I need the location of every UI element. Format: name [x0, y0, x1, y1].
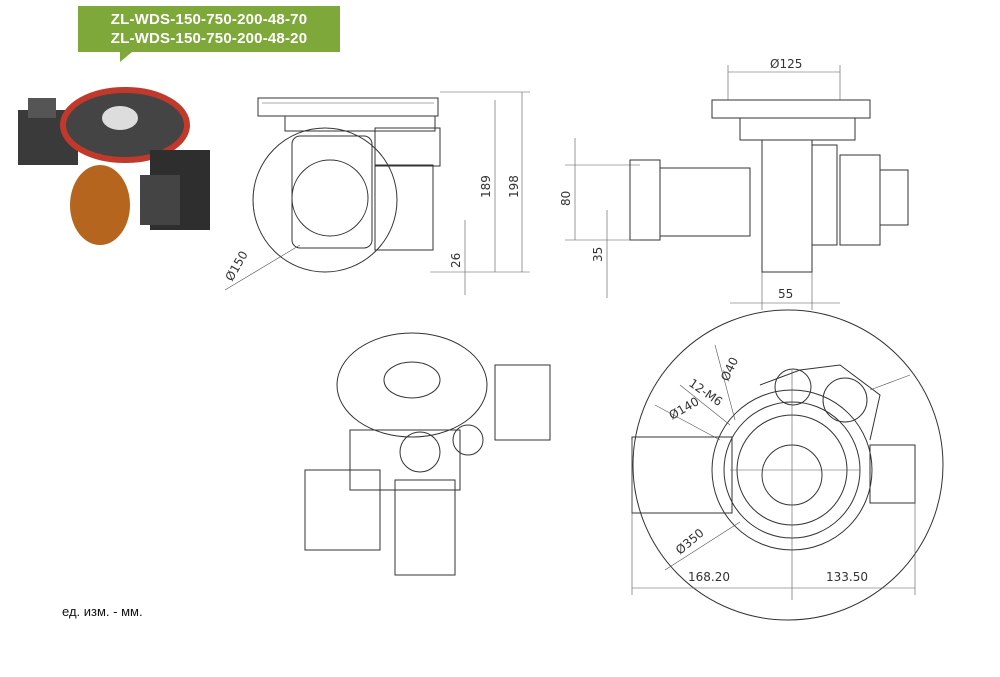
front-view: Ø150 26 189 198 [222, 91, 530, 295]
dim-189: 189 [479, 175, 493, 198]
dim-26: 26 [449, 253, 463, 268]
dim-133-50: 133.50 [826, 570, 868, 584]
dim-198: 198 [507, 175, 521, 198]
dim-55: 55 [778, 287, 793, 301]
dim-dia-350: Ø350 [673, 526, 707, 558]
dim-35: 35 [591, 247, 605, 262]
product-photo [18, 87, 210, 245]
dim-dia-40: Ø40 [718, 355, 741, 383]
model-name-1: ZL-WDS-150-750-200-48-70 [110, 11, 308, 28]
dim-168-20: 168.20 [688, 570, 730, 584]
dim-wheel-dia-150: Ø150 [222, 248, 250, 283]
units-note: ед. изм. - мм. [62, 604, 143, 619]
dim-80: 80 [559, 191, 573, 206]
isometric-view [304, 332, 551, 576]
model-badge: ZL-WDS-150-750-200-48-70 ZL-WDS-150-750-… [78, 6, 340, 62]
model-name-2: ZL-WDS-150-750-200-48-20 [110, 30, 308, 47]
top-view: Ø40 12-M6 Ø140 Ø350 168.20 133.50 [631, 309, 944, 621]
dim-dia-125: Ø125 [770, 57, 802, 71]
side-view: Ø125 80 35 55 [559, 57, 909, 310]
dim-dia-140: Ø140 [667, 394, 702, 422]
